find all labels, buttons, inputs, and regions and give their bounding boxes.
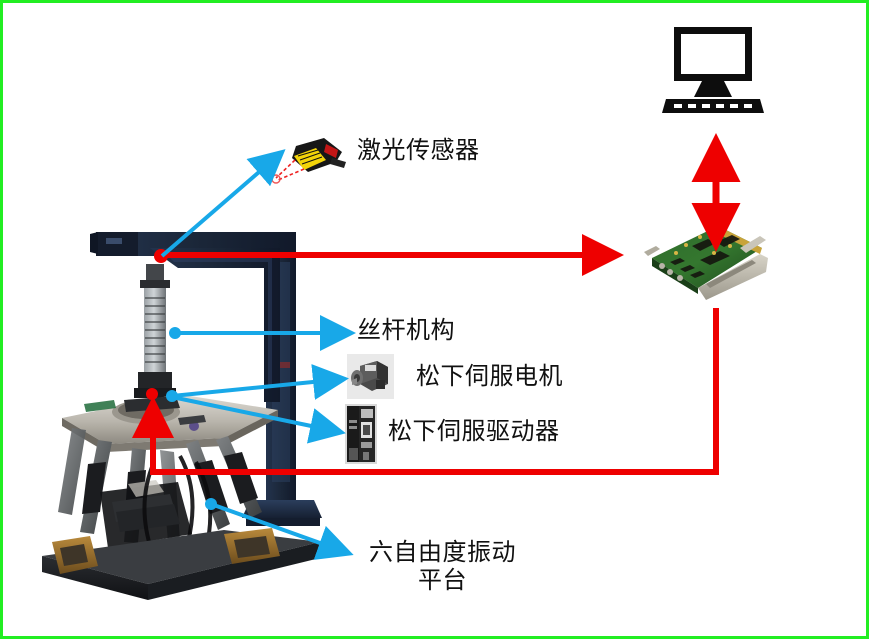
callout-platform: [210, 502, 354, 560]
label-laser-sensor: 激光传感器: [357, 137, 480, 164]
panasonic-servo-motor-photo: [347, 354, 394, 399]
label-servo-motor: 松下伺服电机: [416, 363, 563, 390]
callout-motor: [171, 364, 349, 400]
callout-laser: [160, 149, 286, 258]
red-node-platform: [146, 388, 158, 400]
label-platform-line2: 平台: [418, 567, 467, 594]
label-screw-mechanism: 丝杆机构: [357, 317, 455, 344]
laser-displacement-sensor: [271, 138, 346, 184]
panasonic-servo-driver-photo: [345, 404, 377, 464]
label-servo-driver: 松下伺服驱动器: [388, 418, 560, 445]
callout-driver: [171, 395, 346, 444]
arrow-card-to-platform: [132, 308, 719, 475]
computer-monitor-icon: [662, 27, 764, 113]
label-platform-line1: 六自由度振动: [369, 539, 516, 566]
